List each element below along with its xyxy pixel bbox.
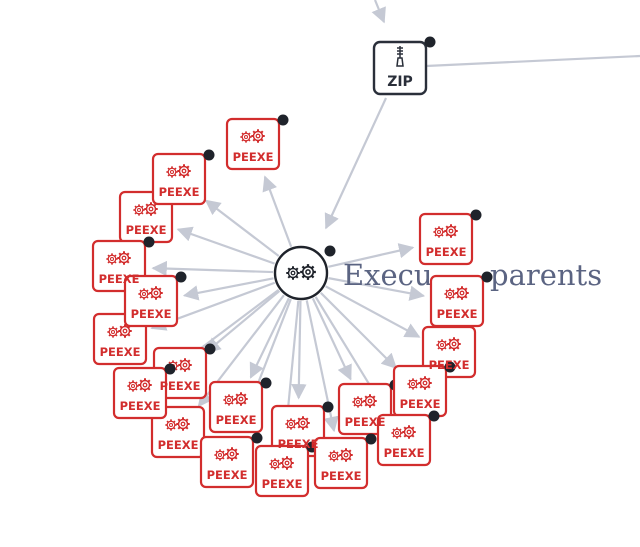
node-handle-dot[interactable] — [260, 377, 272, 389]
node-handle-dot[interactable] — [203, 149, 215, 161]
peexe-node[interactable] — [429, 271, 493, 328]
graph-edge — [328, 243, 415, 268]
peexe-node[interactable] — [150, 405, 206, 459]
peexe-node[interactable] — [418, 209, 482, 266]
peexe-node-label: PEEXE — [100, 345, 141, 359]
node-handle-dot[interactable] — [365, 433, 377, 445]
peexe-node[interactable] — [392, 361, 456, 418]
peexe-node[interactable] — [313, 433, 377, 490]
peexe-node-label: PEEXE — [216, 413, 257, 427]
graph-edge — [311, 297, 352, 381]
peexe-node-label: PEEXE — [262, 477, 303, 491]
peexe-node-label: PEEXE — [278, 437, 319, 451]
graph-edge — [151, 260, 274, 277]
graph-edge — [425, 54, 640, 68]
peexe-node-label: PEEXE — [345, 415, 386, 429]
peexe-node-label: PEEXE — [400, 397, 441, 411]
graph-edge — [262, 175, 293, 248]
peexe-node[interactable] — [123, 271, 187, 328]
node-handle-dot[interactable] — [424, 36, 436, 48]
zipper-icon — [396, 46, 404, 67]
center-node[interactable] — [273, 245, 336, 301]
peexe-node[interactable] — [151, 149, 215, 206]
peexe-node-label: PEEXE — [437, 307, 478, 321]
node-handle-dot[interactable] — [481, 271, 493, 283]
graph-edge — [291, 300, 307, 400]
peexe-node[interactable] — [208, 377, 272, 434]
graph-edge — [325, 285, 421, 338]
peexe-node-label: PEEXE — [120, 399, 161, 413]
node-handle-dot[interactable] — [204, 343, 216, 355]
peexe-node[interactable] — [199, 432, 263, 489]
peexe-node-label: PEEXE — [233, 150, 274, 164]
zip-node[interactable]: ZIP — [372, 36, 436, 96]
node-handle-dot[interactable] — [470, 209, 482, 221]
zip-node-label: ZIP — [387, 74, 413, 90]
peexe-node-label: PEEXE — [384, 446, 425, 460]
center-label-part: parents — [490, 258, 602, 292]
node-handle-dot[interactable] — [322, 401, 334, 413]
peexe-node-label: PEEXE — [158, 438, 199, 452]
peexe-node[interactable] — [225, 114, 289, 171]
graph-edge — [249, 297, 290, 379]
peexe-node-label: PEEXE — [126, 223, 167, 237]
graph-edge — [204, 199, 280, 257]
graph-edge — [328, 277, 426, 301]
peexe-node[interactable] — [112, 363, 176, 420]
peexe-node-label: PEEXE — [160, 379, 201, 393]
node-handle-dot[interactable] — [175, 271, 187, 283]
center-label-part: Execu — [343, 258, 433, 292]
peexe-node[interactable] — [376, 410, 440, 467]
node-handle-dot[interactable] — [277, 114, 289, 126]
graph-edge — [204, 290, 281, 354]
peexe-node-label: PEEXE — [321, 469, 362, 483]
peexe-node-label: PEEXE — [429, 358, 470, 372]
graph-edge — [324, 97, 387, 230]
node-handle-dot[interactable] — [444, 361, 456, 373]
graph-edge — [371, 0, 386, 24]
graph-edge — [176, 226, 275, 265]
node-handle-dot[interactable] — [324, 245, 336, 257]
peexe-node-label: PEEXE — [207, 468, 248, 482]
node-handle-dot[interactable] — [251, 432, 263, 444]
peexe-node-label: PEEXE — [426, 245, 467, 259]
peexe-node-label: PEEXE — [131, 307, 172, 321]
node-handle-dot[interactable] — [143, 236, 155, 248]
peexe-node-label: PEEXE — [159, 185, 200, 199]
peexe-node-label: PEEXE — [99, 272, 140, 286]
node-handle-dot[interactable] — [428, 410, 440, 422]
graph-edge — [182, 277, 274, 301]
node-handle-dot[interactable] — [164, 363, 176, 375]
graph-edge — [320, 292, 398, 370]
